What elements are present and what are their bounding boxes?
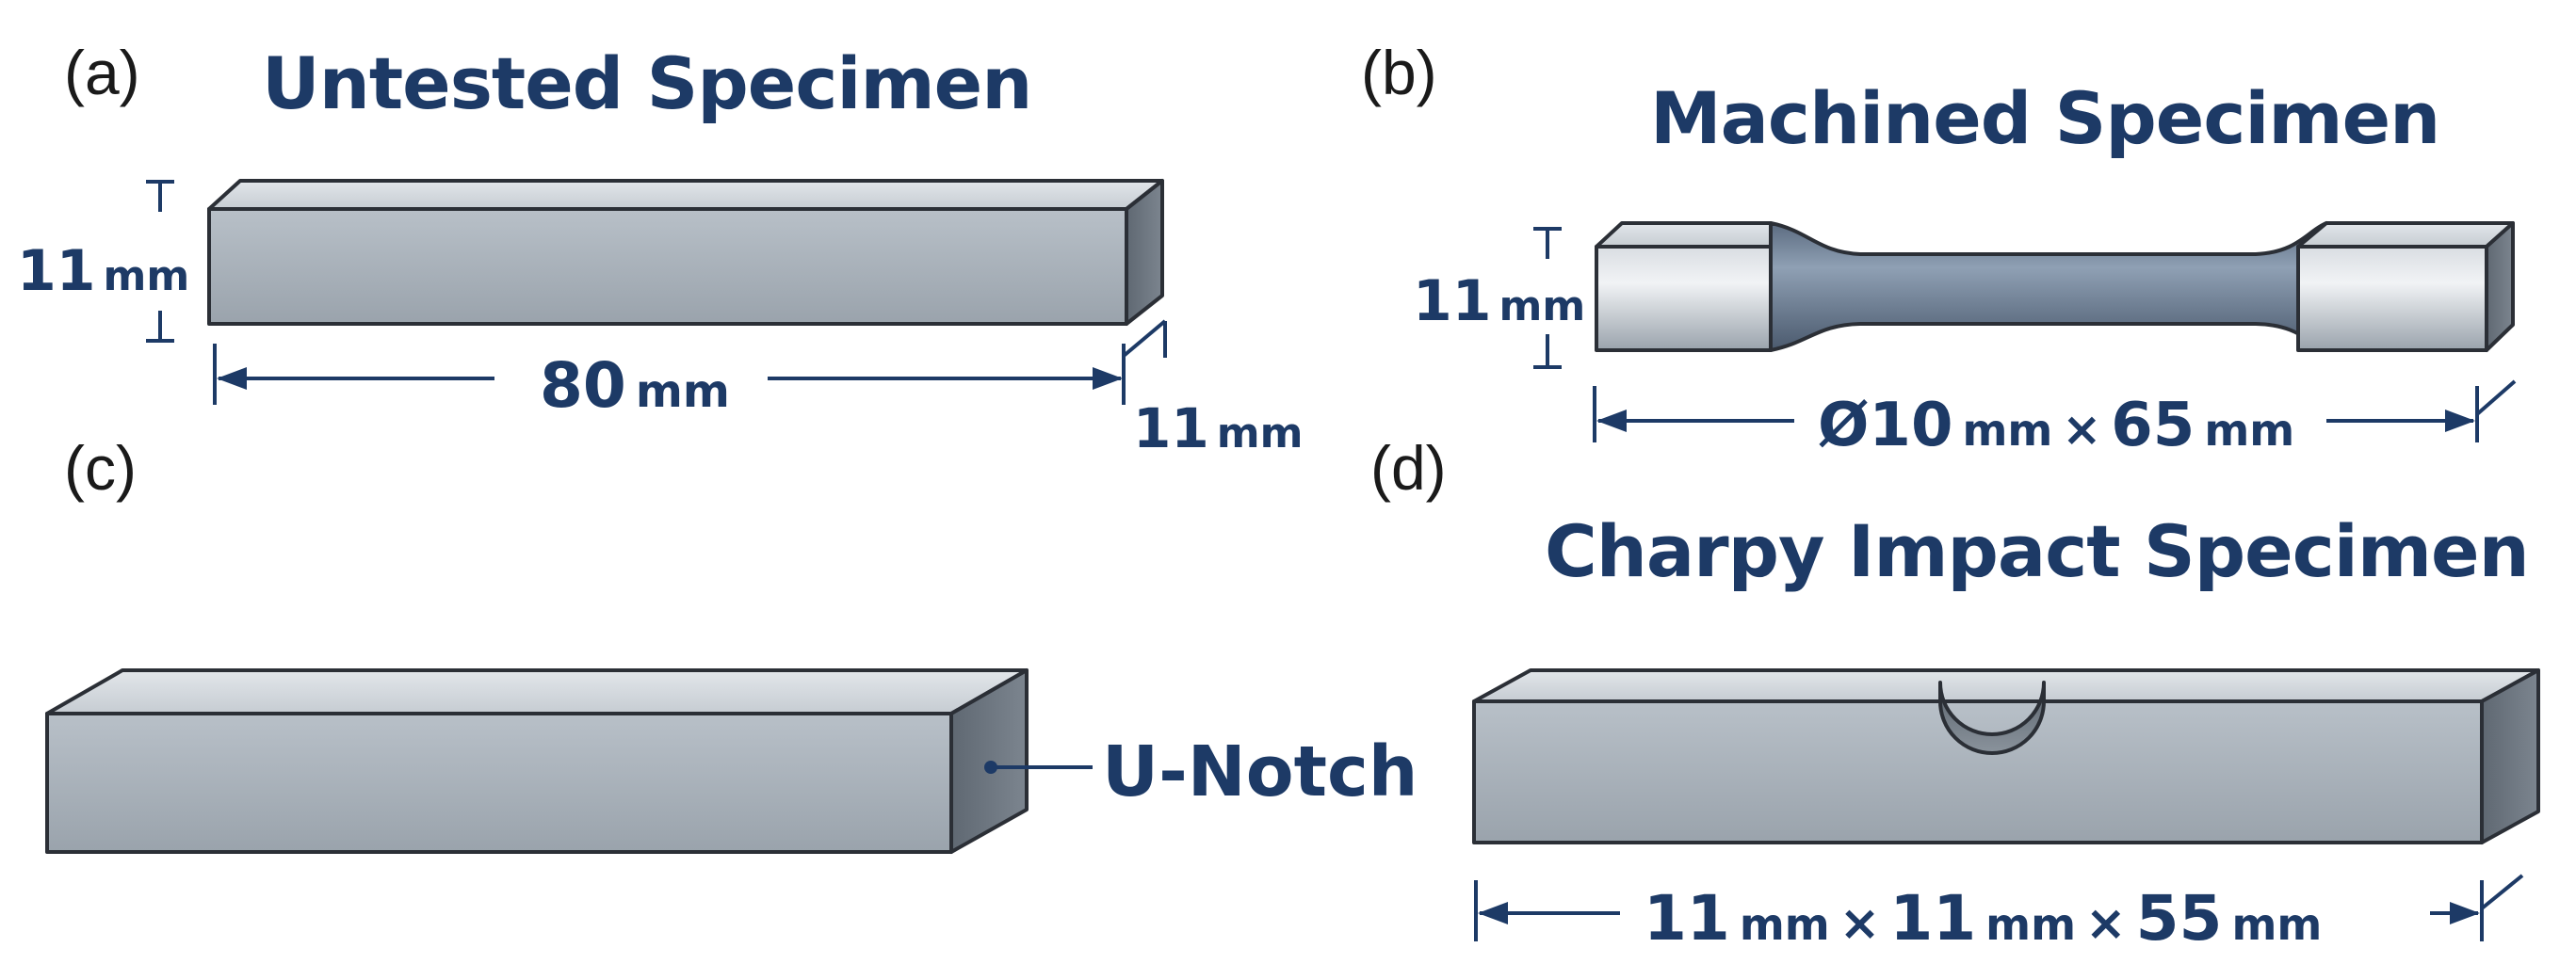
charpy-u-notch xyxy=(1938,681,2046,755)
bar-top-face-c xyxy=(45,668,1029,715)
dogbone-specimen xyxy=(1595,221,2515,352)
u-notch-callout: U-Notch xyxy=(984,731,1418,812)
gauge-section xyxy=(1769,221,2328,352)
panel-b-label: (b) xyxy=(1361,38,1437,107)
panel-d-label: (d) xyxy=(1370,433,1447,503)
charpy-specimen xyxy=(1472,668,2540,844)
panel-c: (c) U-Notch xyxy=(45,433,1418,854)
left-grip xyxy=(1595,245,1773,352)
panel-b-title: Machined Specimen xyxy=(1650,76,2439,160)
bar-front-face-c xyxy=(45,712,953,854)
panel-a-label: (a) xyxy=(64,38,140,107)
right-grip xyxy=(2296,245,2488,352)
bar-top-face xyxy=(207,179,1164,211)
u-notch-label: U-Notch xyxy=(1102,731,1418,812)
panel-a-title: Untested Specimen xyxy=(262,41,1031,125)
bar-specimen-a xyxy=(207,179,1164,326)
panel-c-label: (c) xyxy=(64,433,137,503)
charpy-front-face xyxy=(1472,699,2484,844)
panel-d-title: Charpy Impact Specimen xyxy=(1545,509,2529,593)
bar-front-face xyxy=(207,207,1128,326)
charpy-end-face xyxy=(2480,668,2540,844)
bar-specimen-c xyxy=(45,668,1029,854)
